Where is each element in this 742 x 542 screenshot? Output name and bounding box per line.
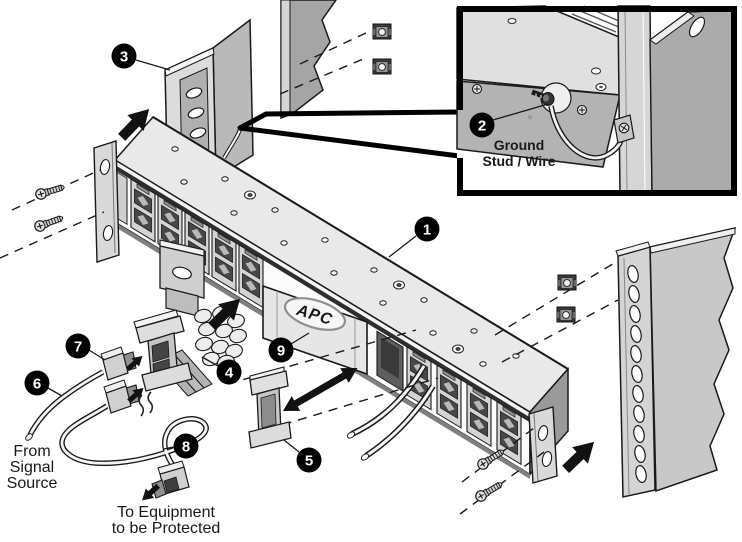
inset-detail: Ground Stud / Wire: [456, 5, 737, 196]
ground-wire: [548, 105, 635, 161]
ground-label-line2: Stud / Wire: [483, 153, 556, 169]
svg-text:7: 7: [74, 339, 82, 356]
double-arrow-icon: [283, 368, 358, 411]
source-label-line1: From: [13, 443, 50, 460]
left-flange: [93, 140, 120, 263]
signal-plugs: [100, 346, 147, 414]
screws-left: [0, 169, 105, 259]
screws-right: [459, 427, 545, 515]
svg-text:1: 1: [423, 222, 431, 239]
wired-module: [133, 291, 248, 397]
blank-module: [227, 329, 439, 449]
right-flange: [528, 406, 558, 484]
cage-nut-icon: [372, 58, 392, 75]
svg-text:5: 5: [305, 453, 313, 470]
callout-9: 9: [268, 332, 310, 363]
cage-nut-icon: [557, 274, 577, 291]
signal-cable: [25, 369, 105, 441]
cage-nuts-top: [279, 23, 392, 95]
text-labels: From Signal Source To Equipment to be Pr…: [7, 443, 221, 537]
rack-rail-right: [615, 226, 737, 498]
squiggle-marks: [138, 391, 154, 417]
callout-2: 2: [469, 103, 549, 138]
callouts: 1 2 3 4 5 6 7: [24, 43, 549, 473]
cage-nut-icon: [372, 23, 392, 40]
equipment-label-line2: to be Protected: [112, 520, 221, 537]
ground-stud: [527, 82, 572, 120]
jack-modules: [130, 178, 522, 466]
callout-1: 1: [388, 216, 440, 258]
inset-border: [457, 6, 737, 196]
callout-5: 5: [283, 439, 322, 473]
chassis-top-holes: [171, 146, 520, 367]
rail-slots: [627, 265, 647, 483]
source-label-line2: Signal: [10, 459, 54, 476]
callout-6: 6: [24, 370, 63, 397]
cage-nuts-right: [494, 261, 619, 363]
equipment-connector: [151, 460, 190, 499]
cage-nut-icon: [556, 306, 576, 323]
rack-post-top: [280, 0, 337, 120]
svg-text:3: 3: [120, 49, 128, 66]
svg-text:4: 4: [225, 365, 234, 382]
callout-8: 8: [163, 433, 199, 459]
inset-screws: [471, 83, 588, 116]
callout-7: 7: [65, 333, 106, 361]
center-bracket: [159, 239, 205, 317]
svg-text:2: 2: [478, 118, 486, 135]
patch-cables: [346, 364, 436, 461]
callout-4: 4: [201, 356, 242, 385]
svg-text:6: 6: [33, 376, 41, 393]
source-label-line3: Source: [7, 475, 58, 492]
svg-text:9: 9: [277, 343, 285, 360]
svg-text:8: 8: [182, 439, 190, 456]
equipment-label-line1: To Equipment: [117, 504, 215, 521]
ground-label-line1: Ground: [494, 137, 545, 153]
inset-pointer: [222, 109, 462, 160]
callout-3: 3: [111, 43, 171, 71]
